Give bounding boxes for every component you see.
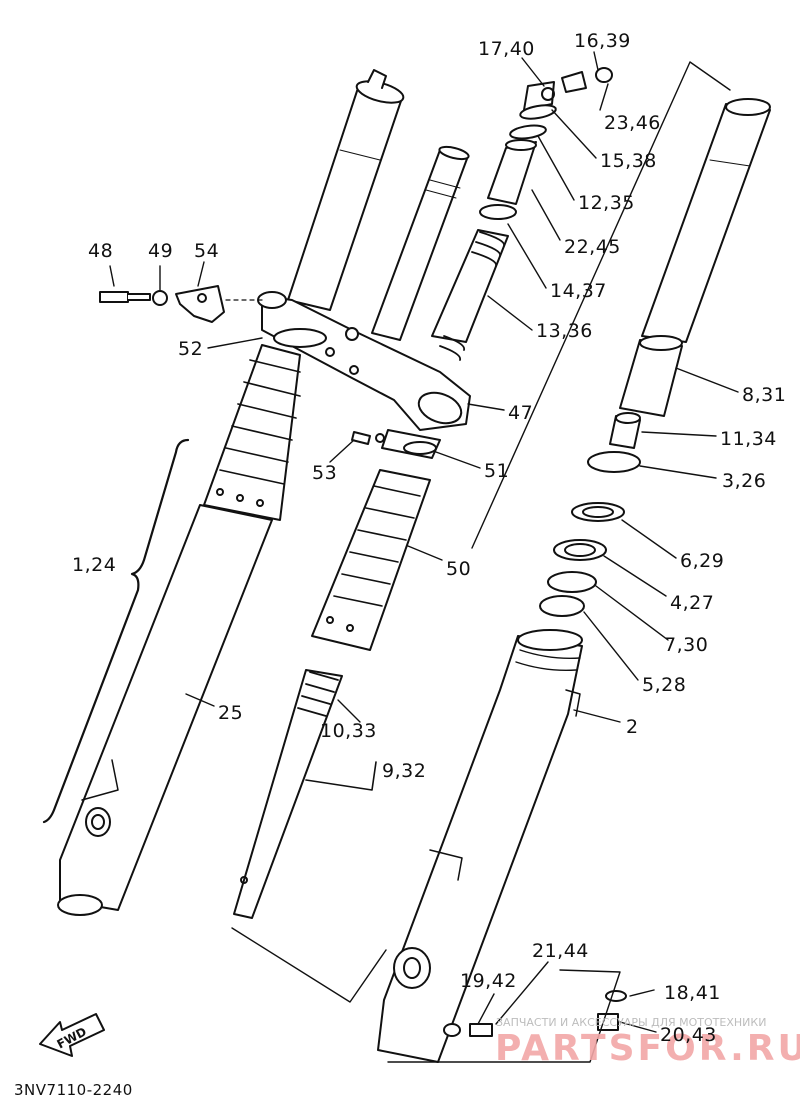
- label-50: 50: [446, 558, 472, 580]
- label-48: 48: [88, 240, 114, 262]
- part-washer-49: [152, 290, 168, 306]
- label-18-41: 18,41: [664, 982, 721, 1004]
- under-bracket: [257, 291, 471, 431]
- part-slide-bushing: [619, 335, 683, 417]
- label-8-31: 8,31: [742, 384, 787, 406]
- label-49: 49: [148, 240, 174, 262]
- label-2: 2: [626, 716, 639, 738]
- part-spacer: [487, 139, 537, 205]
- label-22-45: 22,45: [564, 236, 621, 258]
- label-16-39: 16,39: [574, 30, 631, 52]
- part-piston-bushing: [609, 412, 641, 449]
- label-10-33: 10,33: [320, 720, 377, 742]
- label-19-42: 19,42: [460, 970, 517, 992]
- label-6-29: 6,29: [680, 550, 725, 572]
- link-line-bottom: [387, 969, 621, 1063]
- part-bolt-48: [99, 291, 151, 303]
- part-ring-7-30: [547, 571, 597, 593]
- label-5-28: 5,28: [642, 674, 687, 696]
- part-bolt-53: [351, 431, 385, 445]
- label-15-38: 15,38: [600, 150, 657, 172]
- right-outer-tube: [377, 629, 583, 1063]
- left-inner-tube: [287, 69, 405, 311]
- label-11-34: 11,34: [720, 428, 777, 450]
- label-7-30: 7,30: [664, 634, 709, 656]
- left-boot: [203, 344, 301, 521]
- label-1-24: 1,24: [72, 554, 117, 576]
- drawing-code: 3NV7110-2240: [14, 1081, 133, 1099]
- link-line-right: [471, 61, 731, 549]
- fwd-arrow-icon: [39, 1013, 105, 1057]
- part-drain-bolt: [443, 1023, 493, 1037]
- left-outer-tube: [57, 504, 273, 916]
- bracket-9-32: [305, 761, 377, 791]
- watermark-logo: PARTSFOR.RU: [495, 1028, 800, 1069]
- label-51: 51: [484, 460, 510, 482]
- label-14-37: 14,37: [550, 280, 607, 302]
- label-12-35: 12,35: [578, 192, 635, 214]
- part-o-ring: [509, 124, 547, 140]
- label-20-43: 20,43: [660, 1024, 717, 1046]
- part-adjuster: [561, 67, 613, 93]
- watermark-caption: ЗАПЧАСТИ И АКСЕССУАРЫ ДЛЯ МОТОТЕХНИКИ: [496, 1016, 767, 1029]
- part-spring: [431, 229, 509, 361]
- label-21-44: 21,44: [532, 940, 589, 962]
- part-washer-4-27: [553, 539, 607, 561]
- label-13-36: 13,36: [536, 320, 593, 342]
- part-ring-5-28: [539, 595, 585, 617]
- right-inner-tube: [641, 98, 771, 343]
- center-steering-stem: [371, 145, 470, 341]
- label-23-46: 23,46: [604, 112, 661, 134]
- label-4-27: 4,27: [670, 592, 715, 614]
- label-17-40: 17,40: [478, 38, 535, 60]
- right-boot: [311, 469, 431, 651]
- label-53: 53: [312, 462, 338, 484]
- leader-lines: [109, 51, 739, 1033]
- part-circlip: [587, 451, 641, 473]
- label-9-32: 9,32: [382, 760, 427, 782]
- part-bracket-54: [175, 285, 225, 323]
- part-washer: [479, 204, 517, 220]
- damper-rod: [233, 669, 343, 919]
- part-oil-seal: [571, 502, 625, 522]
- part-clamp-51: [381, 429, 441, 459]
- assembly-bracket-1-24: [42, 438, 190, 824]
- label-3-26: 3,26: [722, 470, 767, 492]
- link-line-left: [231, 927, 387, 1003]
- label-47: 47: [508, 402, 534, 424]
- label-54: 54: [194, 240, 220, 262]
- label-52: 52: [178, 338, 204, 360]
- part-cap-bolt: [519, 81, 557, 120]
- label-25: 25: [218, 702, 244, 724]
